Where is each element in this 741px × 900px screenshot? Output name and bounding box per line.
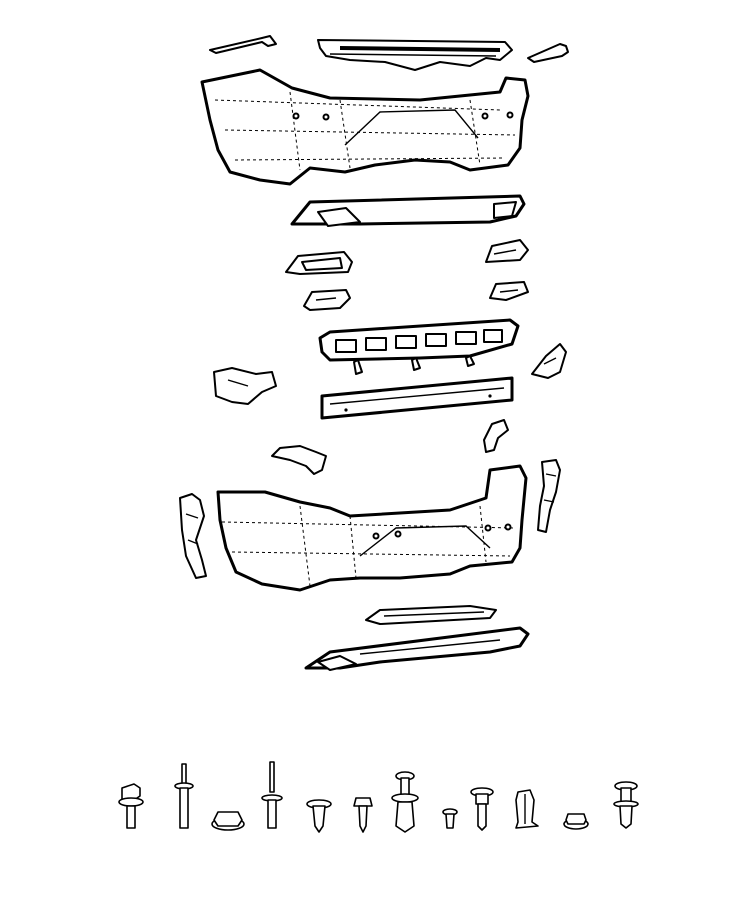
push-pin-large (391, 771, 419, 833)
lower-retainer-strip (365, 605, 497, 625)
support-bracket-right (483, 419, 509, 453)
bumper-fascia-lower (216, 464, 528, 592)
energy-absorber (318, 318, 520, 375)
exhaust-trim-right (489, 281, 529, 301)
side-support-left (179, 493, 207, 579)
side-bracket-right-mid (531, 343, 567, 379)
exhaust-bezel-right (485, 239, 529, 263)
flange-bolt (118, 783, 144, 829)
bracket-left-top (209, 35, 277, 54)
bracket-right-top (527, 43, 569, 63)
screw-washer (353, 797, 373, 833)
exhaust-bezel-left (285, 251, 353, 275)
stud-screw (470, 787, 494, 831)
nut-small (563, 813, 589, 830)
screw-small (442, 808, 458, 829)
support-bracket-left (271, 445, 327, 475)
lower-valance-upper (290, 194, 526, 227)
upper-retainer (317, 39, 513, 71)
fasteners-row (118, 761, 639, 833)
side-support-right (537, 459, 561, 533)
exhaust-trim-left (303, 289, 351, 311)
rivet-long (174, 763, 194, 829)
screw-short (306, 799, 332, 833)
bumper-fascia-upper (200, 68, 530, 186)
hex-nut (211, 811, 245, 831)
lower-valance-lower (304, 626, 530, 671)
clip-split (515, 789, 539, 829)
side-bracket-left-mid (213, 367, 277, 405)
rivet-tall (261, 761, 283, 829)
push-clip (613, 781, 639, 829)
reinforcement-beam (320, 376, 514, 420)
